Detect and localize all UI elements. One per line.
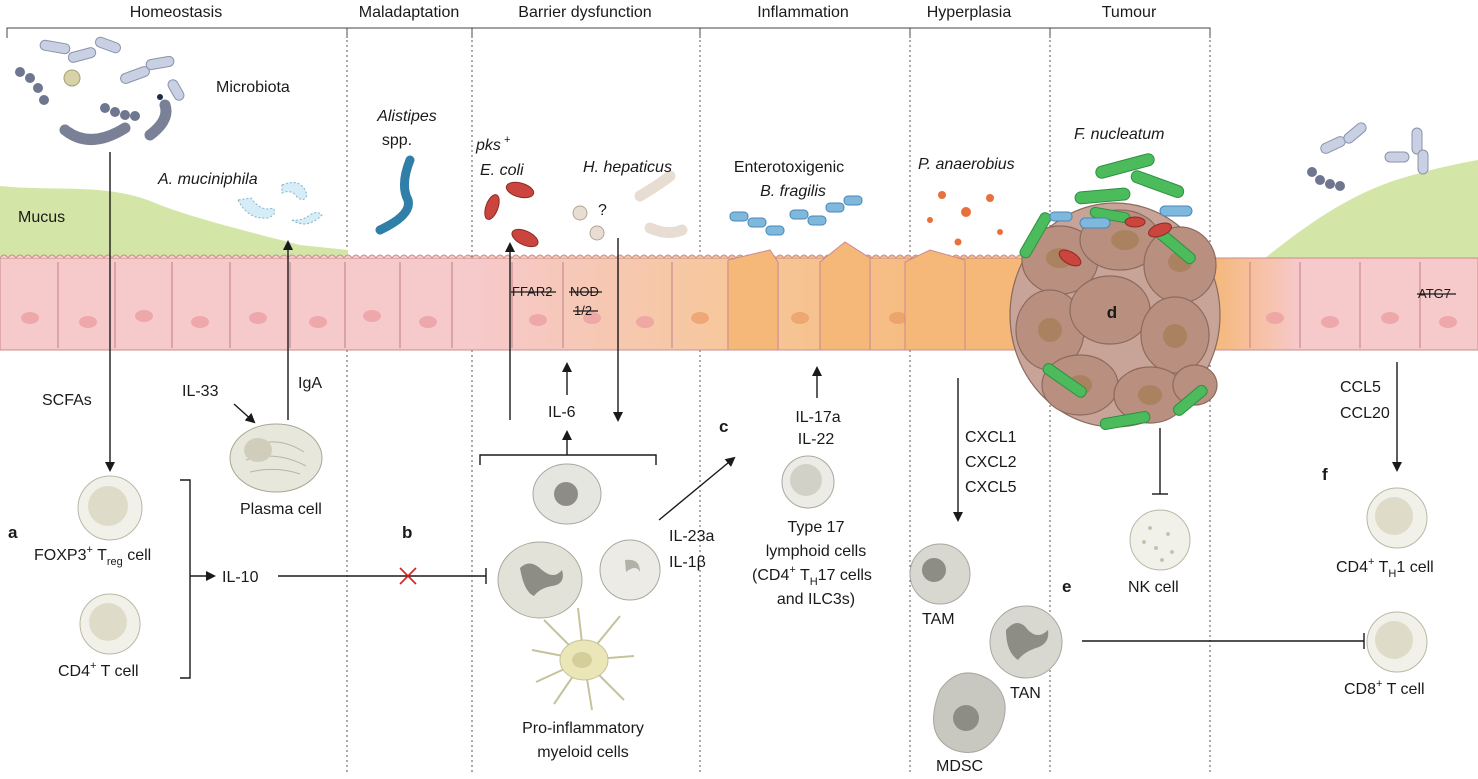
iga-label: IgA — [298, 375, 322, 392]
th1-cell — [1366, 487, 1428, 549]
proinflammatory-label-2: myeloid cells — [537, 744, 629, 761]
proinflammatory-label-1: Pro-inflammatory — [522, 720, 644, 737]
pks-label: pks — [475, 137, 501, 154]
signal-arrows — [105, 152, 1402, 679]
microbiota-cluster — [15, 36, 185, 145]
mucus-layer-left — [0, 186, 348, 262]
panel-label-a: a — [8, 523, 18, 542]
p-anaerobius-label: P. anaerobius — [918, 156, 1015, 173]
microbiota-label: Microbiota — [216, 79, 290, 96]
nk-cell — [1129, 509, 1191, 571]
tam-cell — [909, 543, 971, 605]
type17-label-2: lymphoid cells — [766, 543, 866, 560]
treg-cell — [77, 475, 143, 541]
mucus-label: Mucus — [18, 209, 65, 226]
mdsc-label: MDSC — [936, 758, 983, 775]
a-muciniphila-bacteria — [237, 182, 323, 225]
etbf-label-1: Enterotoxigenic — [734, 159, 844, 176]
plasma-cell-label: Plasma cell — [240, 501, 322, 518]
right-microbiota — [1307, 122, 1429, 191]
type17-label-4: and ILC3s) — [777, 591, 855, 608]
cxcl1-label: CXCL1 — [965, 429, 1017, 446]
stage-title-barrier: Barrier dysfunction — [518, 4, 651, 21]
stage-title-inflammation: Inflammation — [757, 4, 849, 21]
il33-label: IL-33 — [182, 383, 219, 400]
treg-label: FOXP3+ Treg cell — [34, 544, 151, 568]
stage-bracket — [6, 27, 1211, 38]
th1-label: CD4+ TH1 cell — [1336, 556, 1434, 580]
red-bacteria-tumour — [1058, 216, 1172, 267]
stage-title-maladaptation: Maladaptation — [359, 4, 460, 21]
blue-bacteria-tumour — [1049, 205, 1193, 229]
stage-title-hyperplasia: Hyperplasia — [927, 4, 1012, 21]
h-hepaticus-label: H. hepaticus — [583, 159, 672, 176]
f-nucleatum-label: F. nucleatum — [1074, 126, 1164, 143]
h-hepaticus-bacteria — [572, 170, 688, 241]
pks-ecoli-bacteria — [484, 181, 539, 248]
inhibition-lines — [278, 428, 1365, 649]
ccl20-label: CCL20 — [1340, 405, 1390, 422]
alistipes-label-1: Alistipes — [376, 108, 437, 125]
tan-cell — [989, 605, 1063, 679]
mdsc-cell — [933, 672, 1006, 753]
mucus-layer-right — [1260, 160, 1478, 262]
panel-label-e: e — [1062, 577, 1071, 596]
il17a-label: IL-17a — [795, 409, 840, 426]
cd4-t-cell-label: CD4+ T cell — [58, 660, 139, 680]
type17-label-1: Type 17 — [788, 519, 845, 536]
nk-cell-label: NK cell — [1128, 579, 1179, 596]
cxcl5-label: CXCL5 — [965, 479, 1017, 496]
question-mark: ? — [598, 202, 607, 219]
epithelium — [0, 241, 1478, 351]
a-muciniphila-label: A. muciniphila — [157, 171, 258, 188]
panel-label-b: b — [402, 523, 412, 542]
stage-title-tumour: Tumour — [1102, 4, 1157, 21]
type17-cell — [781, 455, 835, 509]
il23a-label: IL-23a — [669, 528, 714, 545]
il6-label: IL-6 — [548, 404, 576, 421]
cd4-t-cell — [79, 593, 141, 655]
type17-label-3: (CD4+ TH17 cells — [752, 564, 872, 588]
ccl5-label: CCL5 — [1340, 379, 1381, 396]
etbf-label-2: B. fragilis — [760, 183, 826, 200]
ecoli-label: E. coli — [480, 162, 524, 179]
etbf-bacteria — [729, 195, 863, 236]
tam-label: TAM — [922, 611, 955, 628]
panel-label-c: c — [719, 417, 728, 436]
stage-title-homeostasis: Homeostasis — [130, 4, 222, 21]
myeloid-cells — [497, 463, 661, 711]
p-anaerobius-dots — [927, 191, 1003, 246]
alistipes-label-2: spp. — [382, 132, 412, 149]
scfas-label: SCFAs — [42, 392, 92, 409]
alistipes-bacterium — [375, 155, 415, 235]
cd8-t-cell — [1366, 611, 1428, 673]
panel-label-d: d — [1107, 303, 1117, 322]
il1b-label: IL-1β — [669, 554, 706, 571]
cd8-label: CD8+ T cell — [1344, 678, 1425, 698]
pks-sup: + — [504, 134, 510, 146]
panel-label-f: f — [1322, 465, 1328, 484]
cxcl2-label: CXCL2 — [965, 454, 1017, 471]
tan-label: TAN — [1010, 685, 1041, 702]
il10-label: IL-10 — [222, 569, 259, 586]
blocked-cross — [399, 567, 417, 585]
plasma-cell — [229, 423, 323, 493]
il22-label: IL-22 — [798, 431, 835, 448]
